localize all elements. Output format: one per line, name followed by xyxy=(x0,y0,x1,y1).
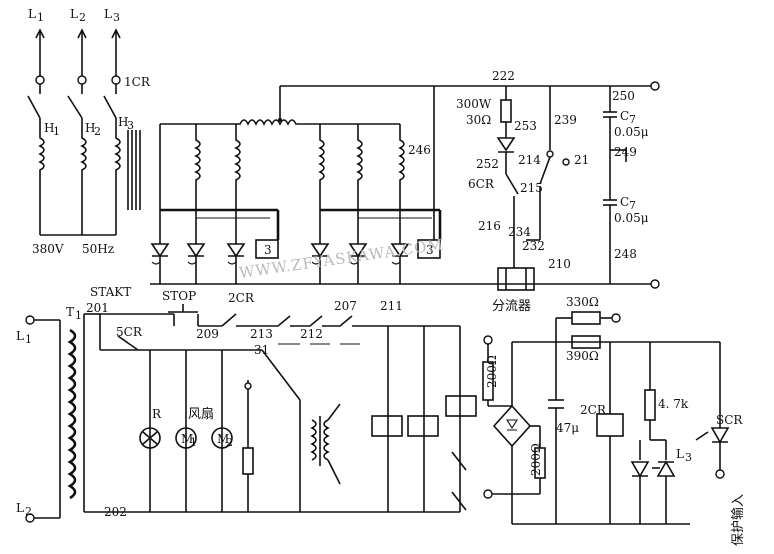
label-M2-sub: 2 xyxy=(226,436,233,449)
label-249: 249 xyxy=(614,145,637,159)
control-circuit xyxy=(25,304,477,523)
label-207: 207 xyxy=(334,299,357,313)
label-fan: 风扇 xyxy=(188,406,214,422)
label-M1-sub: 1 xyxy=(190,436,197,449)
label-c7a: C xyxy=(620,109,629,123)
label-239: 239 xyxy=(554,113,577,127)
label-c7b-sub: 7 xyxy=(629,199,636,212)
label-234: 234 xyxy=(508,225,531,239)
label-210: 210 xyxy=(548,257,571,271)
label-L1-sub: 1 xyxy=(37,11,44,24)
label-213: 213 xyxy=(250,327,273,341)
label-330ohm: 330Ω xyxy=(566,295,599,309)
label-30ohm: 30Ω xyxy=(466,113,491,127)
label-380v: 380V xyxy=(32,242,64,256)
label-5cr: 5CR xyxy=(116,325,143,339)
label-L1: L xyxy=(28,7,36,21)
label-252: 252 xyxy=(476,157,499,171)
label-L3-sub: 3 xyxy=(113,11,120,24)
label-232: 232 xyxy=(522,239,545,253)
three-phase-input xyxy=(27,28,141,236)
label-start: STAKT xyxy=(90,285,131,299)
label-T1-sub: 1 xyxy=(75,309,82,322)
label-21: 21 xyxy=(574,153,589,167)
label-c05b: 0.05μ xyxy=(614,211,649,225)
label-214: 214 xyxy=(518,153,541,167)
label-H2-sub: 2 xyxy=(94,125,101,138)
label-253: 253 xyxy=(514,119,537,133)
thyristor-array xyxy=(150,230,410,284)
label-L3c: L xyxy=(676,447,684,461)
label-stop: STOP xyxy=(162,289,196,303)
label-scr: SCR xyxy=(716,413,743,427)
label-31: 31 xyxy=(254,343,269,357)
label-1cr: 1CR xyxy=(124,75,151,89)
label-209: 209 xyxy=(196,327,219,341)
label-R: R xyxy=(152,407,162,421)
label-L2: L xyxy=(70,7,78,21)
label-47u: 47μ xyxy=(556,421,579,435)
label-LL1: L xyxy=(16,329,24,343)
label-H2: H xyxy=(85,121,95,135)
label-200ohm-a: 200Ω xyxy=(485,355,499,388)
label-2cr-b: 2CR xyxy=(580,403,607,417)
protection-circuit xyxy=(482,311,730,525)
label-200ohm-b: 200Ω xyxy=(529,443,543,476)
label-protection-input: 保护输入 xyxy=(730,494,746,546)
label-T1: T xyxy=(66,305,74,319)
label-LL2-sub: 2 xyxy=(25,505,32,518)
label-L3c-sub: 3 xyxy=(685,451,692,464)
label-box-3b: 3 xyxy=(426,243,434,257)
label-216: 216 xyxy=(478,219,501,233)
label-202: 202 xyxy=(104,505,127,519)
label-H3-sub: 3 xyxy=(127,119,134,132)
label-201: 201 xyxy=(86,301,109,315)
label-50hz: 50Hz xyxy=(82,242,114,256)
label-H1-sub: 1 xyxy=(53,125,60,138)
label-211: 211 xyxy=(380,299,403,313)
label-LL2: L xyxy=(16,501,24,515)
label-c7a-sub: 7 xyxy=(629,113,636,126)
output-network xyxy=(496,81,660,291)
label-212: 212 xyxy=(300,327,323,341)
label-LL1-sub: 1 xyxy=(25,333,32,346)
label-250: 250 xyxy=(612,89,635,103)
label-M2: M xyxy=(217,432,229,446)
label-300w: 300W xyxy=(456,97,492,111)
label-4-7k: 4. 7k xyxy=(658,397,689,411)
label-L2-sub: 2 xyxy=(79,11,86,24)
label-H1: H xyxy=(44,121,54,135)
label-248: 248 xyxy=(614,247,637,261)
label-222: 222 xyxy=(492,69,515,83)
label-M1: M xyxy=(181,432,193,446)
label-246: 246 xyxy=(408,143,431,157)
label-390ohm: 390Ω xyxy=(566,349,599,363)
label-H3: H xyxy=(118,115,128,129)
label-shunt: 分流器 xyxy=(492,299,531,314)
label-215: 215 xyxy=(520,181,543,195)
label-2cr-a: 2CR xyxy=(228,291,255,305)
label-L3: L xyxy=(104,7,112,21)
label-c05a: 0.05μ xyxy=(614,125,649,139)
label-box-3a: 3 xyxy=(264,243,272,257)
label-6cr: 6CR xyxy=(468,177,495,191)
label-c7b: C xyxy=(620,195,629,209)
secondary-rectifier xyxy=(150,85,655,285)
